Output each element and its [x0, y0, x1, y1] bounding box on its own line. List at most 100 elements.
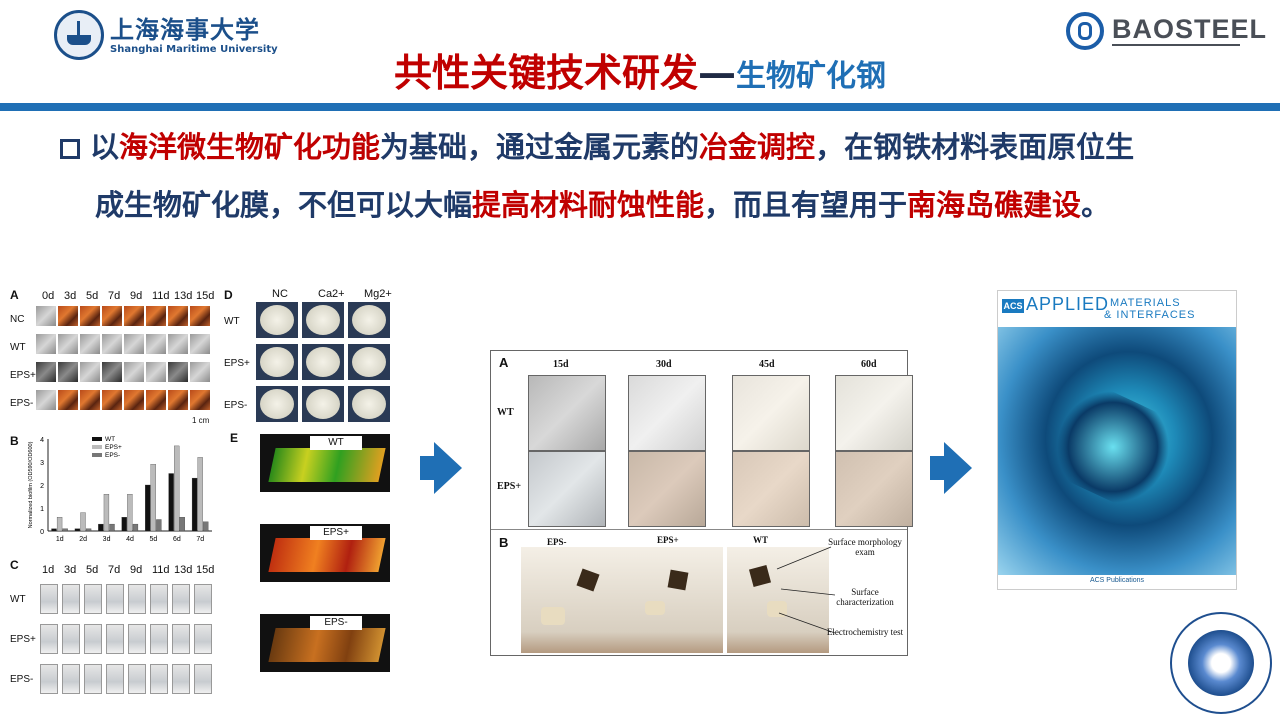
colony-plate	[260, 389, 294, 419]
coupon-wt-15d	[528, 375, 606, 451]
institute-seal	[1170, 612, 1272, 714]
culture-tube	[84, 584, 102, 614]
beaker-label: EPS+	[657, 535, 679, 545]
day-label: 7d	[108, 564, 121, 576]
coupon-tile	[146, 334, 166, 354]
coupon-tile	[80, 390, 100, 410]
header-divider	[0, 103, 1280, 111]
coupon-wt-30d	[628, 375, 706, 451]
colony-plate	[260, 347, 294, 377]
coupon-tile	[58, 390, 78, 410]
panel-c-label: C	[10, 558, 19, 572]
culture-tube	[40, 584, 58, 614]
bar	[203, 521, 209, 532]
body-text: ，在钢铁材料表面原位生	[815, 130, 1135, 164]
coupon-eps-15d	[528, 451, 606, 527]
row-label: EPS-	[10, 398, 34, 409]
coupon-tile	[80, 334, 100, 354]
bar	[191, 477, 198, 532]
row-label: EPS-	[10, 674, 34, 685]
coupon-tile	[190, 306, 210, 326]
colony-plate	[306, 347, 340, 377]
culture-tube	[194, 664, 212, 694]
title-dash: —	[698, 51, 736, 95]
coupon-eps-30d	[628, 451, 706, 527]
bar	[85, 528, 92, 532]
culture-tube	[84, 664, 102, 694]
petri-dish	[348, 302, 390, 338]
paragraph-line-1: 以海洋微生物矿化功能为基础，通过金属元素的冶金调控，在钢铁材料表面原位生	[60, 118, 1230, 176]
highlight-text: 海洋微生物矿化功能	[119, 130, 381, 164]
mid-panel-b-label: B	[499, 535, 509, 550]
bar	[197, 457, 203, 532]
day-label: 5d	[86, 290, 99, 302]
culture-tube	[106, 584, 124, 614]
day-label: 13d	[174, 290, 193, 302]
x-tick-label: 2d	[79, 536, 87, 543]
culture-tube	[150, 584, 168, 614]
x-tick-label: 7d	[196, 536, 204, 543]
journal-cover: ACS APPLIED MATERIALS & INTERFACES ACS P…	[997, 290, 1237, 590]
coupon-tile	[102, 306, 122, 326]
culture-tube	[150, 664, 168, 694]
coupon-tile	[36, 362, 56, 382]
cover-image	[998, 327, 1236, 575]
mineral-crystal	[1042, 378, 1184, 516]
legend-swatch	[92, 437, 102, 441]
university-name-en: Shanghai Maritime University	[110, 44, 278, 55]
annotation-electrochemistry: Electrochemistry test	[826, 627, 904, 637]
body-text: 成生物矿化膜，不但可以大幅	[95, 188, 473, 222]
coupon-tile	[58, 362, 78, 382]
bar	[74, 528, 81, 532]
highlight-text: 提高材料耐蚀性能	[472, 188, 705, 222]
confocal-wt: WT	[260, 434, 390, 492]
highlight-text: 冶金调控	[699, 130, 816, 164]
confocal-eps-plus: EPS+	[260, 524, 390, 582]
body-text: ，而且有望用于	[704, 188, 908, 222]
colony-plate	[260, 305, 294, 335]
petri-dish	[302, 386, 344, 422]
day-label: 3d	[64, 290, 77, 302]
coupon-tile	[102, 390, 122, 410]
row-label: NC	[10, 314, 25, 325]
bar	[174, 445, 180, 532]
coupon-tile	[124, 306, 144, 326]
coupon-tile	[146, 362, 166, 382]
colony-plate	[352, 305, 386, 335]
row-label: WT	[10, 594, 26, 605]
slide-title: 共性关键技术研发—生物矿化钢	[0, 42, 1280, 97]
coupon-tile	[124, 390, 144, 410]
panel-a-scale: 1 cm	[192, 416, 210, 425]
highlight-text: 南海岛礁建设	[907, 188, 1082, 222]
title-sub: 生物矿化钢	[736, 59, 886, 94]
coupon-tile	[168, 334, 188, 354]
bar	[103, 494, 110, 532]
x-tick-label: 6d	[173, 536, 181, 543]
coupon-tile	[36, 334, 56, 354]
culture-tube	[62, 624, 80, 654]
y-tick-label: 1	[40, 506, 44, 513]
bar	[109, 523, 115, 532]
bar	[156, 519, 162, 532]
day-label: 11d	[152, 290, 170, 302]
colony-plate	[306, 305, 340, 335]
legend-label: EPS-	[105, 452, 120, 459]
colony-plate	[352, 347, 386, 377]
day-label: 0d	[42, 290, 55, 302]
y-tick-label: 2	[40, 483, 44, 490]
coupon-tile	[124, 334, 144, 354]
x-tick-label: 5d	[150, 536, 158, 543]
paragraph-line-2: 成生物矿化膜，不但可以大幅提高材料耐蚀性能，而且有望用于南海岛礁建设。	[95, 176, 1265, 234]
cover-title-big: APPLIED	[1026, 294, 1110, 314]
coupon-tile	[102, 334, 122, 354]
day-label: 45d	[759, 359, 775, 370]
coupon-tile	[58, 334, 78, 354]
column-label: Ca2+	[318, 288, 345, 300]
x-tick-label: 1d	[56, 536, 64, 543]
legend-swatch	[92, 453, 102, 457]
legend-label: WT	[105, 436, 115, 443]
flow-arrow-icon	[420, 442, 462, 494]
row-label: EPS+	[10, 634, 36, 645]
legend-label: EPS+	[105, 444, 122, 451]
